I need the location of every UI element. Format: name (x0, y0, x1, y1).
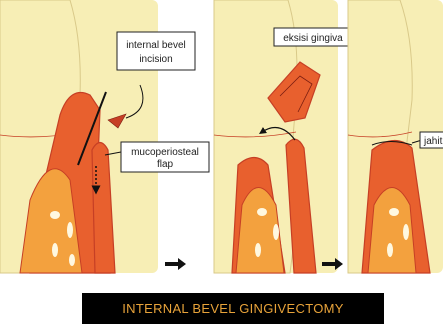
label-suture-text: jahit (423, 136, 443, 147)
label-incision-line2: incision (139, 54, 172, 65)
step-arrow-1 (165, 258, 186, 270)
label-flap-line1: mucoperiosteal (131, 147, 199, 158)
label-incision-line1: internal bevel (126, 40, 185, 51)
label-flap: mucoperiosteal flap (121, 142, 209, 172)
label-incision: internal bevel incision (117, 32, 195, 70)
label-excision-text: eksisi gingiva (283, 33, 343, 44)
panel-3-suture: jahit (348, 0, 443, 273)
panel-1-incision: internal bevel incision mucoperiosteal f… (0, 0, 209, 273)
label-excision: eksisi gingiva (274, 28, 352, 46)
label-flap-line2: flap (157, 159, 174, 170)
panel-2-excision: eksisi gingiva (214, 0, 352, 273)
caption-title: INTERNAL BEVEL GINGIVECTOMY (82, 293, 384, 324)
label-suture: jahit (420, 132, 443, 148)
